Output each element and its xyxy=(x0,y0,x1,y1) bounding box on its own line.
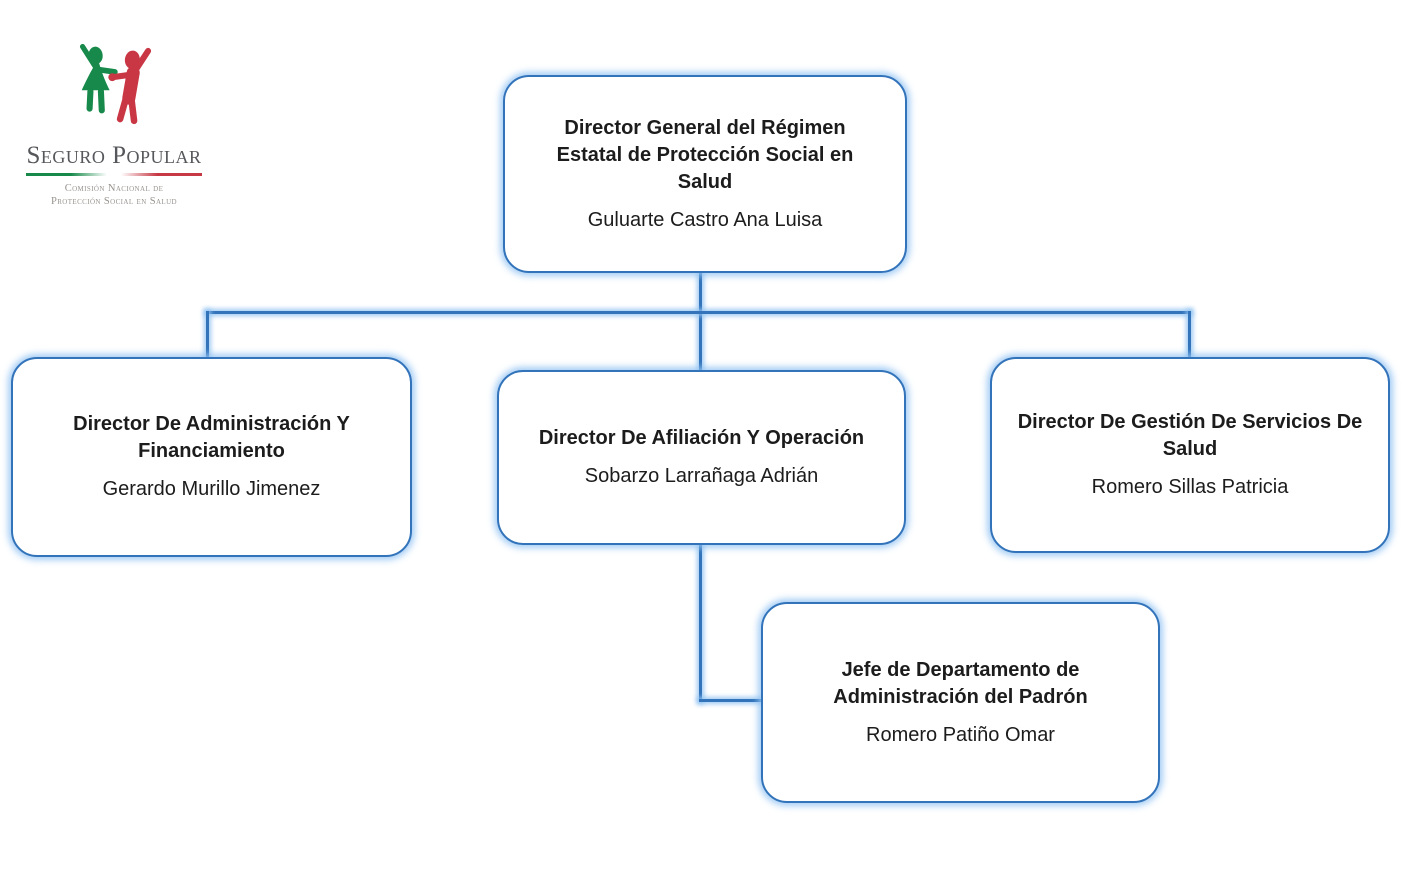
node-person-name: Gerardo Murillo Jimenez xyxy=(102,478,321,500)
logo-org-name-line2: Protección Social en Salud xyxy=(50,196,177,207)
node-title-line: Director De Afiliación Y Operación xyxy=(538,427,865,449)
node-person-name: Guluarte Castro Ana Luisa xyxy=(587,208,823,231)
node-title: Director General del Régimen Estatal de … xyxy=(529,115,881,196)
node-title: Jefe de Departamento de Administración d… xyxy=(833,657,1087,711)
org-node-director-gestion: Director De Gestión De Servicios De Salu… xyxy=(990,357,1390,553)
node-title-line: Administración del Padrón xyxy=(833,685,1088,708)
node-title: Director De Administración Y Financiamie… xyxy=(73,411,350,465)
org-node-jefe-departamento: Jefe de Departamento de Administración d… xyxy=(761,602,1160,803)
logo-org-name-line1: Comisión Nacional de xyxy=(64,183,164,194)
node-title-line: Salud xyxy=(1162,438,1218,460)
node-title-line: Director General del Régimen xyxy=(564,116,846,139)
node-person-name: Sobarzo Larrañaga Adrián xyxy=(584,465,819,487)
tricolor-red-bar xyxy=(121,173,202,176)
org-node-director-administracion: Director De Administración Y Financiamie… xyxy=(11,357,412,557)
node-title-line: Financiamiento xyxy=(138,440,285,462)
node-title-line: Estatal de Protección Social en Salud xyxy=(556,143,854,193)
node-person-name: Romero Sillas Patricia xyxy=(1091,476,1289,498)
org-node-director-afiliacion: Director De Afiliación Y Operación Sobar… xyxy=(497,370,906,545)
connector-general-vertical xyxy=(699,272,702,372)
node-title-line: Jefe de Departamento de xyxy=(841,658,1080,681)
connector-left-drop xyxy=(206,311,209,359)
node-person-name: Romero Patiño Omar xyxy=(866,723,1055,746)
logo-tricolor-divider xyxy=(26,173,202,176)
connector-jefe-elbow xyxy=(699,699,763,702)
connector-afiliacion-drop xyxy=(699,544,702,702)
seguro-popular-logo: Seguro Popular Comisión Nacional de Prot… xyxy=(26,44,202,208)
connector-horizontal-bus xyxy=(206,311,1191,314)
node-title-line: Director De Gestión De Servicios De xyxy=(1017,411,1363,433)
node-title: Director De Afiliación Y Operación xyxy=(539,425,864,452)
connector-right-drop xyxy=(1188,311,1191,359)
node-title-line: Director De Administración Y xyxy=(73,413,350,435)
two-people-icon xyxy=(79,44,152,125)
node-title: Director De Gestión De Servicios De Salu… xyxy=(1018,409,1363,463)
logo-brand-text: Seguro Popular xyxy=(26,142,202,169)
tricolor-green-bar xyxy=(26,173,107,176)
org-node-director-general: Director General del Régimen Estatal de … xyxy=(503,75,907,273)
